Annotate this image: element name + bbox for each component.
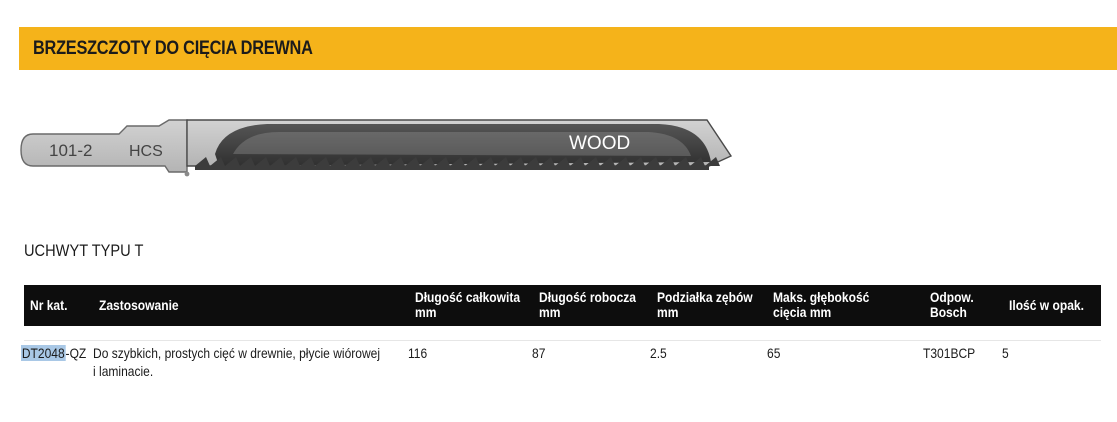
col-header-catalog-no: Nr kat. [30, 297, 68, 313]
col-header-bosch-equivalent: Odpow.Bosch [930, 289, 974, 320]
cell-catalog-no[interactable]: DT2048-QZ [21, 345, 87, 361]
cell-total-length: 116 [408, 345, 428, 361]
blade-teeth [195, 157, 720, 170]
cell-max-depth: 65 [767, 345, 781, 361]
col-header-pack-quantity: Ilość w opak. [1009, 297, 1084, 313]
row-divider [24, 340, 1101, 341]
shank-type-label: UCHWYT TYPU T [24, 241, 144, 260]
section-title: BRZESZCZOTY DO CIĘCIA DREWNA [33, 38, 313, 59]
blade-material: HCS [129, 143, 163, 160]
blade-code: 101-2 [49, 141, 92, 160]
cell-working-length: 87 [532, 345, 546, 361]
cell-application: Do szybkich, prostych cięć w drewnie, pł… [93, 345, 381, 379]
col-header-application: Zastosowanie [99, 297, 179, 313]
jigsaw-blade-illustration: 101-2 HCS WOOD [20, 119, 733, 177]
teeth-edge [195, 157, 720, 170]
blade-application: WOOD [569, 133, 630, 154]
cell-tooth-pitch: 2.5 [650, 345, 667, 361]
catalog-code-selection[interactable]: DT2048 [21, 345, 66, 361]
cell-bosch-equivalent: T301BCP [923, 345, 976, 361]
section-header-bar: BRZESZCZOTY DO CIĘCIA DREWNA [19, 27, 1117, 70]
cell-pack-quantity: 5 [1002, 345, 1009, 361]
